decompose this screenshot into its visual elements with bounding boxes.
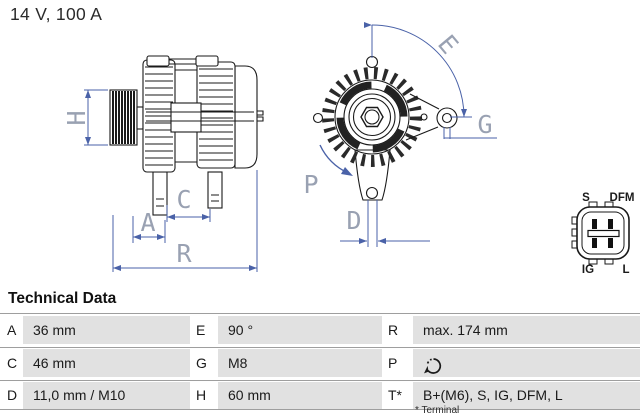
table-row: C 46 mm G M8 P [0, 349, 640, 377]
side-view-dimensions [84, 89, 258, 272]
spec-value-icon [413, 349, 640, 377]
dim-label-e: E [432, 29, 464, 59]
page-title: 14 V, 100 A [10, 4, 103, 24]
spec-key: A [7, 322, 17, 338]
spec-value: 90 ° [218, 316, 382, 344]
pin-label-s: S [582, 192, 590, 204]
dim-label-a: A [140, 208, 155, 237]
terminal-footnote: * Terminal [415, 405, 460, 416]
right-mounting-lug [405, 93, 458, 141]
rear-cover [234, 65, 258, 169]
dimension-labels: H A C R E G P D [62, 29, 493, 268]
alternator-technical-drawing: H A C R E G P D [62, 22, 635, 276]
b-plus-stud [257, 110, 264, 122]
spec-key: E [196, 322, 206, 338]
spec-value: B+(M6), S, IG, DFM, L [413, 382, 640, 409]
alternator-side-view [109, 55, 264, 216]
spec-key: H [196, 387, 207, 403]
dimension-a [132, 216, 166, 243]
spec-value: 46 mm [23, 349, 190, 377]
dim-label-g: G [477, 110, 492, 139]
table-row: D 11,0 mm / M10 H 60 mm T* B+(M6), S, IG… [0, 382, 640, 409]
technical-data-heading: Technical Data [8, 290, 117, 307]
connector-pins [592, 219, 613, 248]
dim-label-r: R [176, 239, 192, 268]
pin-label-l: L [622, 264, 629, 276]
spec-key: G [196, 355, 207, 371]
spec-key: R [388, 322, 399, 338]
spec-value: 11,0 mm / M10 [23, 382, 190, 409]
counterclockwise-rotation-icon [424, 358, 442, 375]
table-divider [0, 409, 640, 410]
spec-key: D [7, 387, 18, 403]
spec-value: 60 mm [218, 382, 382, 409]
spec-key: P [388, 355, 398, 371]
dimension-r [112, 170, 258, 272]
dimension-c [166, 205, 211, 222]
rotation-direction-arrow [319, 144, 353, 176]
spec-key: T* [388, 387, 402, 403]
pin-label-ig: IG [582, 264, 594, 276]
dim-label-p: P [303, 170, 318, 199]
pin-label-dfm: DFM [610, 192, 635, 204]
spec-value: M8 [218, 349, 382, 377]
table-divider [0, 347, 640, 348]
spec-value: max. 174 mm [413, 316, 640, 344]
dimension-d [340, 200, 430, 247]
table-divider [0, 380, 640, 381]
dim-label-d: D [346, 206, 361, 235]
dim-label-h: H [62, 110, 91, 125]
spec-key: C [7, 355, 18, 371]
dim-label-c: C [176, 185, 191, 214]
spec-value: 36 mm [23, 316, 190, 344]
dimension-e [364, 22, 472, 118]
dimension-g [443, 127, 497, 139]
alternator-front-view [312, 55, 458, 201]
dimension-h [84, 89, 108, 146]
table-divider [0, 313, 640, 314]
front-view-dimensions [319, 22, 497, 247]
table-row: A 36 mm E 90 ° R max. 174 mm [0, 316, 640, 344]
connector-pinout-diagram: S DFM IG L [571, 192, 635, 276]
pulley [109, 89, 144, 146]
